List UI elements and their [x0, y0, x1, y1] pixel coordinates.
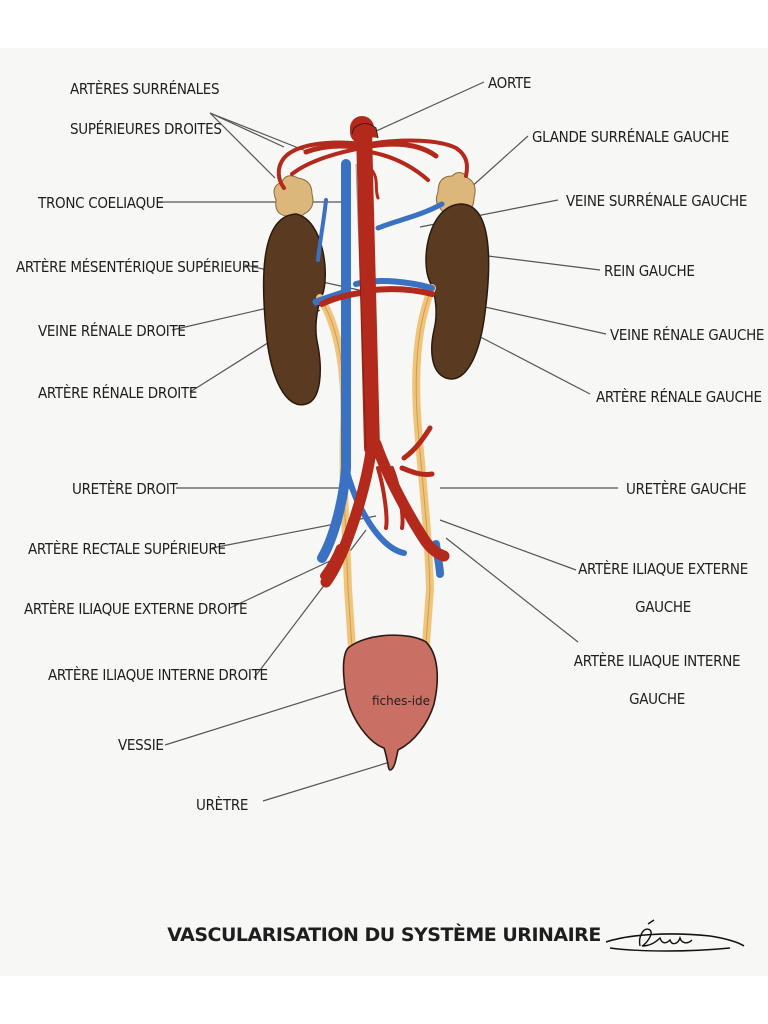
label-artere-mesenterique-superieure: ARTÈRE MÉSENTÉRIQUE SUPÉRIEURE: [16, 258, 260, 276]
diagram-title: VASCULARISATION DU SYSTÈME URINAIRE: [167, 924, 601, 946]
label-glande-surrenale-gauche: GLANDE SURRÉNALE GAUCHE: [532, 128, 729, 146]
leader-lines: [158, 81, 618, 802]
label-artere-renale-gauche: ARTÈRE RÉNALE GAUCHE: [596, 388, 762, 406]
kidney-right: [262, 213, 327, 406]
label-artere-iliaque-externe-gauche-line1: ARTÈRE ILIAQUE EXTERNE: [578, 560, 748, 578]
label-vessie: VESSIE: [118, 736, 164, 754]
label-artere-iliaque-interne-droite: ARTÈRE ILIAQUE INTERNE DROITE: [48, 666, 268, 684]
label-artere-iliaque-externe-gauche-line2: GAUCHE: [635, 598, 691, 616]
label-tronc-coeliaque: TRONC COELIAQUE: [38, 194, 164, 212]
label-uretre: URÈTRE: [196, 796, 249, 814]
label-uretere-droit: URETÈRE DROIT: [72, 480, 178, 498]
signature: [605, 919, 745, 952]
label-rein-gauche: REIN GAUCHE: [604, 262, 695, 280]
label-arteres-surrenales-line2: SUPÉRIEURES DROITES: [70, 120, 222, 138]
label-veine-renale-gauche: VEINE RÉNALE GAUCHE: [610, 326, 765, 344]
label-veine-surrenale-gauche: VEINE SURRÉNALE GAUCHE: [566, 192, 748, 210]
diagram-sheet: ARTÈRES SURRÉNALES SUPÉRIEURES DROITES T…: [0, 48, 768, 976]
label-uretere-gauche: URETÈRE GAUCHE: [626, 480, 747, 498]
label-veine-renale-droite: VEINE RÉNALE DROITE: [38, 322, 186, 340]
kidney-left: [425, 203, 490, 380]
bladder: [342, 634, 439, 771]
label-artere-renale-droite: ARTÈRE RÉNALE DROITE: [38, 384, 198, 402]
anatomy-diagram: [158, 81, 618, 802]
watermark: fiches-ide: [372, 694, 431, 708]
label-artere-iliaque-externe-droite: ARTÈRE ILIAQUE EXTERNE DROITE: [24, 600, 248, 618]
label-arteres-surrenales-line1: ARTÈRES SURRÉNALES: [70, 80, 220, 98]
label-artere-rectale-superieure: ARTÈRE RECTALE SUPÉRIEURE: [28, 540, 226, 558]
label-artere-iliaque-interne-gauche-line1: ARTÈRE ILIAQUE INTERNE: [573, 652, 741, 670]
label-artere-iliaque-interne-gauche-line2: GAUCHE: [629, 690, 685, 708]
arteries: [276, 116, 469, 588]
label-aorte: AORTE: [488, 74, 532, 92]
